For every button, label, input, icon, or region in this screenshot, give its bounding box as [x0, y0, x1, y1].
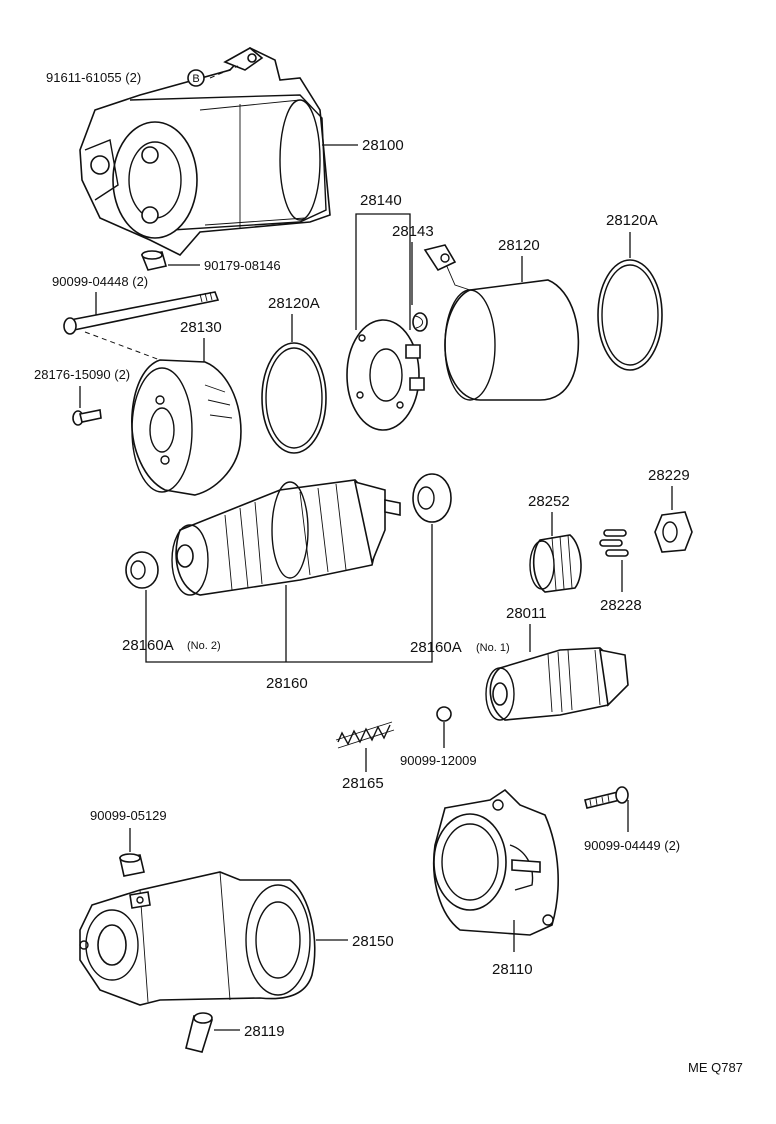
label-28229: 28229 [648, 467, 690, 484]
bearing-28160a-no2 [125, 551, 159, 589]
label-90099-04449: 90099-04449 (2) [584, 838, 680, 853]
label-28160a-no1-note: (No. 1) [476, 642, 510, 654]
label-28100: 28100 [362, 137, 404, 154]
label-28110: 28110 [492, 961, 533, 978]
label-28252: 28252 [528, 493, 570, 510]
rollers-28228 [599, 529, 629, 557]
label-90099-12009: 90099-12009 [400, 753, 477, 768]
label-28011: 28011 [506, 605, 547, 622]
gear-28252 [529, 534, 582, 593]
spring-28165 [335, 721, 395, 749]
screw-28176-15090 [72, 409, 102, 426]
o-ring-28120a-right [597, 259, 663, 371]
label-28140: 28140 [360, 192, 402, 209]
label-90099-04448: 90099-04448 (2) [52, 274, 148, 289]
bracket-28160 [145, 524, 433, 663]
label-28120: 28120 [498, 237, 540, 254]
label-91611-61055: 91611-61055 (2) [46, 70, 141, 85]
through-bolt-90099-04448 [63, 291, 220, 335]
label-90099-05129: 90099-05129 [90, 808, 167, 823]
label-28228: 28228 [600, 597, 642, 614]
starter-assembly-28100 [79, 47, 331, 256]
bolt-90099-04449 [584, 786, 629, 809]
label-28120a-left: 28120A [268, 295, 320, 312]
retainer-28229 [654, 511, 693, 553]
label-28143: 28143 [392, 223, 434, 240]
magnetic-switch-28150 [79, 871, 316, 1006]
plug-90179-08146 [140, 250, 168, 271]
footer-code: ME Q787 [688, 1060, 743, 1075]
label-28130: 28130 [180, 319, 222, 336]
label-28120a-right: 28120A [606, 212, 658, 229]
label-28160a-no1: 28160A [410, 639, 462, 656]
label-28150: 28150 [352, 933, 394, 950]
circle-b-marker: B [187, 69, 205, 87]
clutch-28011 [485, 647, 629, 721]
ball-90099-12009 [436, 706, 452, 722]
label-28160a-no2: 28160A [122, 637, 174, 654]
label-28160a-no2-note: (No. 2) [187, 640, 221, 652]
label-90179-08146: 90179-08146 [204, 258, 281, 273]
label-28165: 28165 [342, 775, 384, 792]
bearing-28160a-no1 [412, 473, 452, 523]
spring-28143 [412, 312, 428, 332]
armature-28160 [171, 479, 401, 596]
plug-90099-05129 [119, 853, 145, 877]
leader-dashed-bolt [84, 331, 161, 361]
label-28119: 28119 [244, 1023, 285, 1040]
brush-holder-28140 [346, 319, 425, 431]
end-frame-28130 [131, 359, 242, 496]
housing-28110 [432, 788, 559, 936]
circle-b-label: B [192, 73, 199, 85]
contact-28119 [185, 1012, 214, 1053]
o-ring-28120a-left [261, 342, 327, 454]
label-28160: 28160 [266, 675, 308, 692]
yoke-28120 [423, 244, 580, 401]
bracket-28140 [355, 213, 411, 330]
label-28176-15090: 28176-15090 (2) [34, 367, 130, 382]
